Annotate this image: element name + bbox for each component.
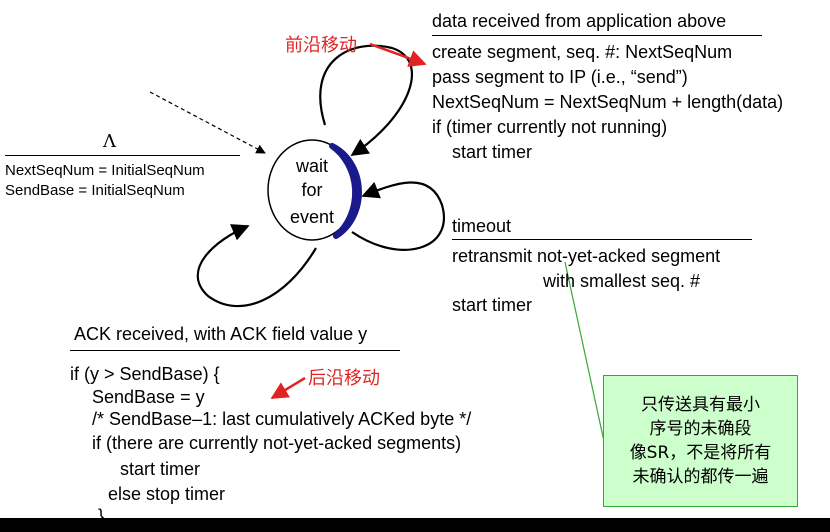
timeout-loop [351,181,445,251]
front-note-arrow [369,42,427,67]
timeout-action-3: start timer [452,295,533,315]
callout-line-3: 像SR，不是将所有 [629,443,772,463]
callout-line-1: 只传送具有最小 [641,395,760,415]
timeout-action-1: retransmit not-yet-acked segment [452,246,721,266]
back-move-note: 后沿移动 [308,368,380,389]
ack-event: ACK received, with ACK field value y [74,324,368,344]
data-rule [432,35,762,36]
init-rule [5,155,240,156]
data-event: data received from application above [432,11,727,31]
ack-action-2: SendBase = y [92,387,205,407]
data-action-2: pass segment to IP (i.e., “send”) [432,67,688,87]
state-label-line-2: for [301,180,323,200]
back-note-arrow [270,376,306,400]
data-loop [319,44,414,156]
callout-line-2: 序号的未确段 [649,419,752,439]
ack-action-6: else stop timer [108,484,226,504]
ack-action-4: if (there are currently not-yet-acked se… [92,433,462,453]
init-event: Λ [103,131,116,152]
state-label-line-3: event [289,207,335,227]
callout-box: 只传送具有最小 序号的未确段 像SR，不是将所有 未确认的都传一遍 [603,375,798,507]
ack-loop [196,224,317,308]
data-action-4: if (timer currently not running) [432,117,668,137]
timeout-rule [452,239,752,240]
bottom-bar [0,518,830,532]
ack-rule [70,350,400,351]
init-action-2: SendBase = InitialSeqNum [5,182,185,199]
data-action-1: create segment, seq. #: NextSeqNum [432,42,733,62]
state-label-line-1: wait [295,156,328,176]
timeout-event: timeout [452,216,512,236]
callout-line-4: 未确认的都传一遍 [632,467,769,487]
timeout-action-2: with smallest seq. # [543,271,701,291]
data-action-5: start timer [432,142,533,162]
init-action-1: NextSeqNum = InitialSeqNum [5,162,205,179]
init-arrow [149,91,266,154]
front-move-note: 前沿移动 [285,35,357,56]
ack-action-7: } [98,506,105,526]
ack-action-1: if (y > SendBase) { [70,364,220,384]
data-action-3: NextSeqNum = NextSeqNum + length(data) [432,92,784,112]
ack-action-5: start timer [120,459,201,479]
ack-action-3: /* SendBase–1: last cumulatively ACKed b… [92,409,472,429]
state-shadow [329,143,362,239]
